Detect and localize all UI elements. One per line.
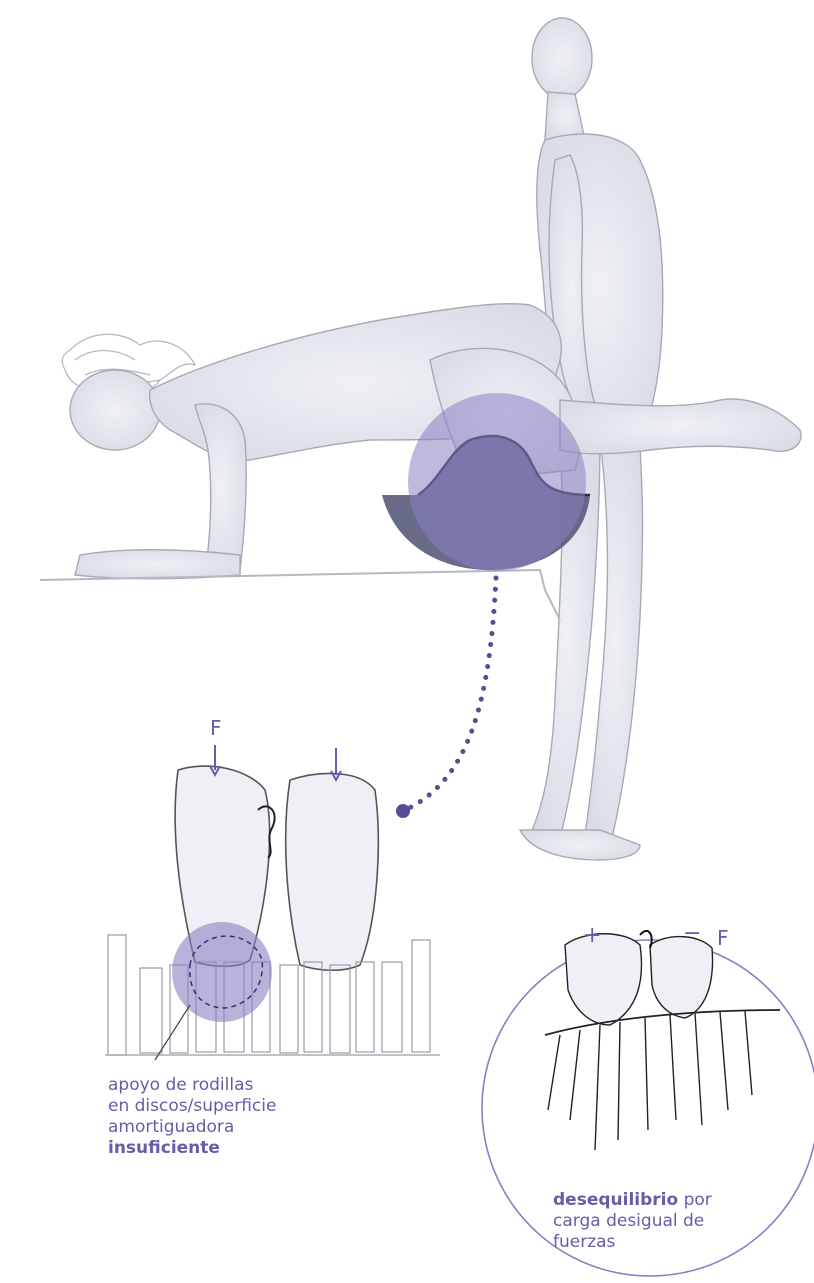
force-label-top: F: [210, 716, 222, 740]
caption-left-line4-bold: insuficiente: [108, 1138, 220, 1158]
caption-left-line3: amortiguadora: [108, 1117, 338, 1138]
pointer-line: [155, 1005, 190, 1060]
force-label-right: F: [717, 926, 729, 950]
force-minus-sign: −: [683, 921, 701, 946]
caption-knee-support: apoyo de rodillas en discos/superficie a…: [108, 1075, 338, 1159]
caption-right-bold: desequilibrio: [553, 1190, 678, 1210]
caption-left-line1: apoyo de rodillas: [108, 1075, 338, 1096]
caption-imbalance: desequilibrio por carga desigual de fuer…: [553, 1190, 743, 1253]
kneeling-figure-raised-leg: [560, 399, 801, 454]
dotted-connector: [405, 578, 496, 810]
caption-right-rest1: por: [678, 1190, 712, 1210]
kneeling-figure-arm: [195, 404, 246, 572]
standing-figure-head: [532, 18, 592, 98]
standing-figure-neck: [545, 92, 585, 140]
force-plus-sign: +: [583, 923, 601, 948]
caption-right-line2: carga desigual de: [553, 1211, 743, 1232]
knee-right: [286, 773, 379, 970]
caption-right-line3: fuerzas: [553, 1232, 743, 1253]
kneeling-figure-hand: [75, 550, 240, 579]
caption-left-line2: en discos/superficie: [108, 1096, 338, 1117]
connector-end-dot: [396, 804, 410, 818]
knees-closeup: [105, 745, 440, 1060]
highlight-circle-knee: [408, 393, 586, 571]
standing-figure-feet: [520, 830, 640, 860]
table-line: [40, 570, 560, 620]
kneeling-figure-head: [70, 370, 160, 450]
disc-bars: [105, 935, 440, 1055]
